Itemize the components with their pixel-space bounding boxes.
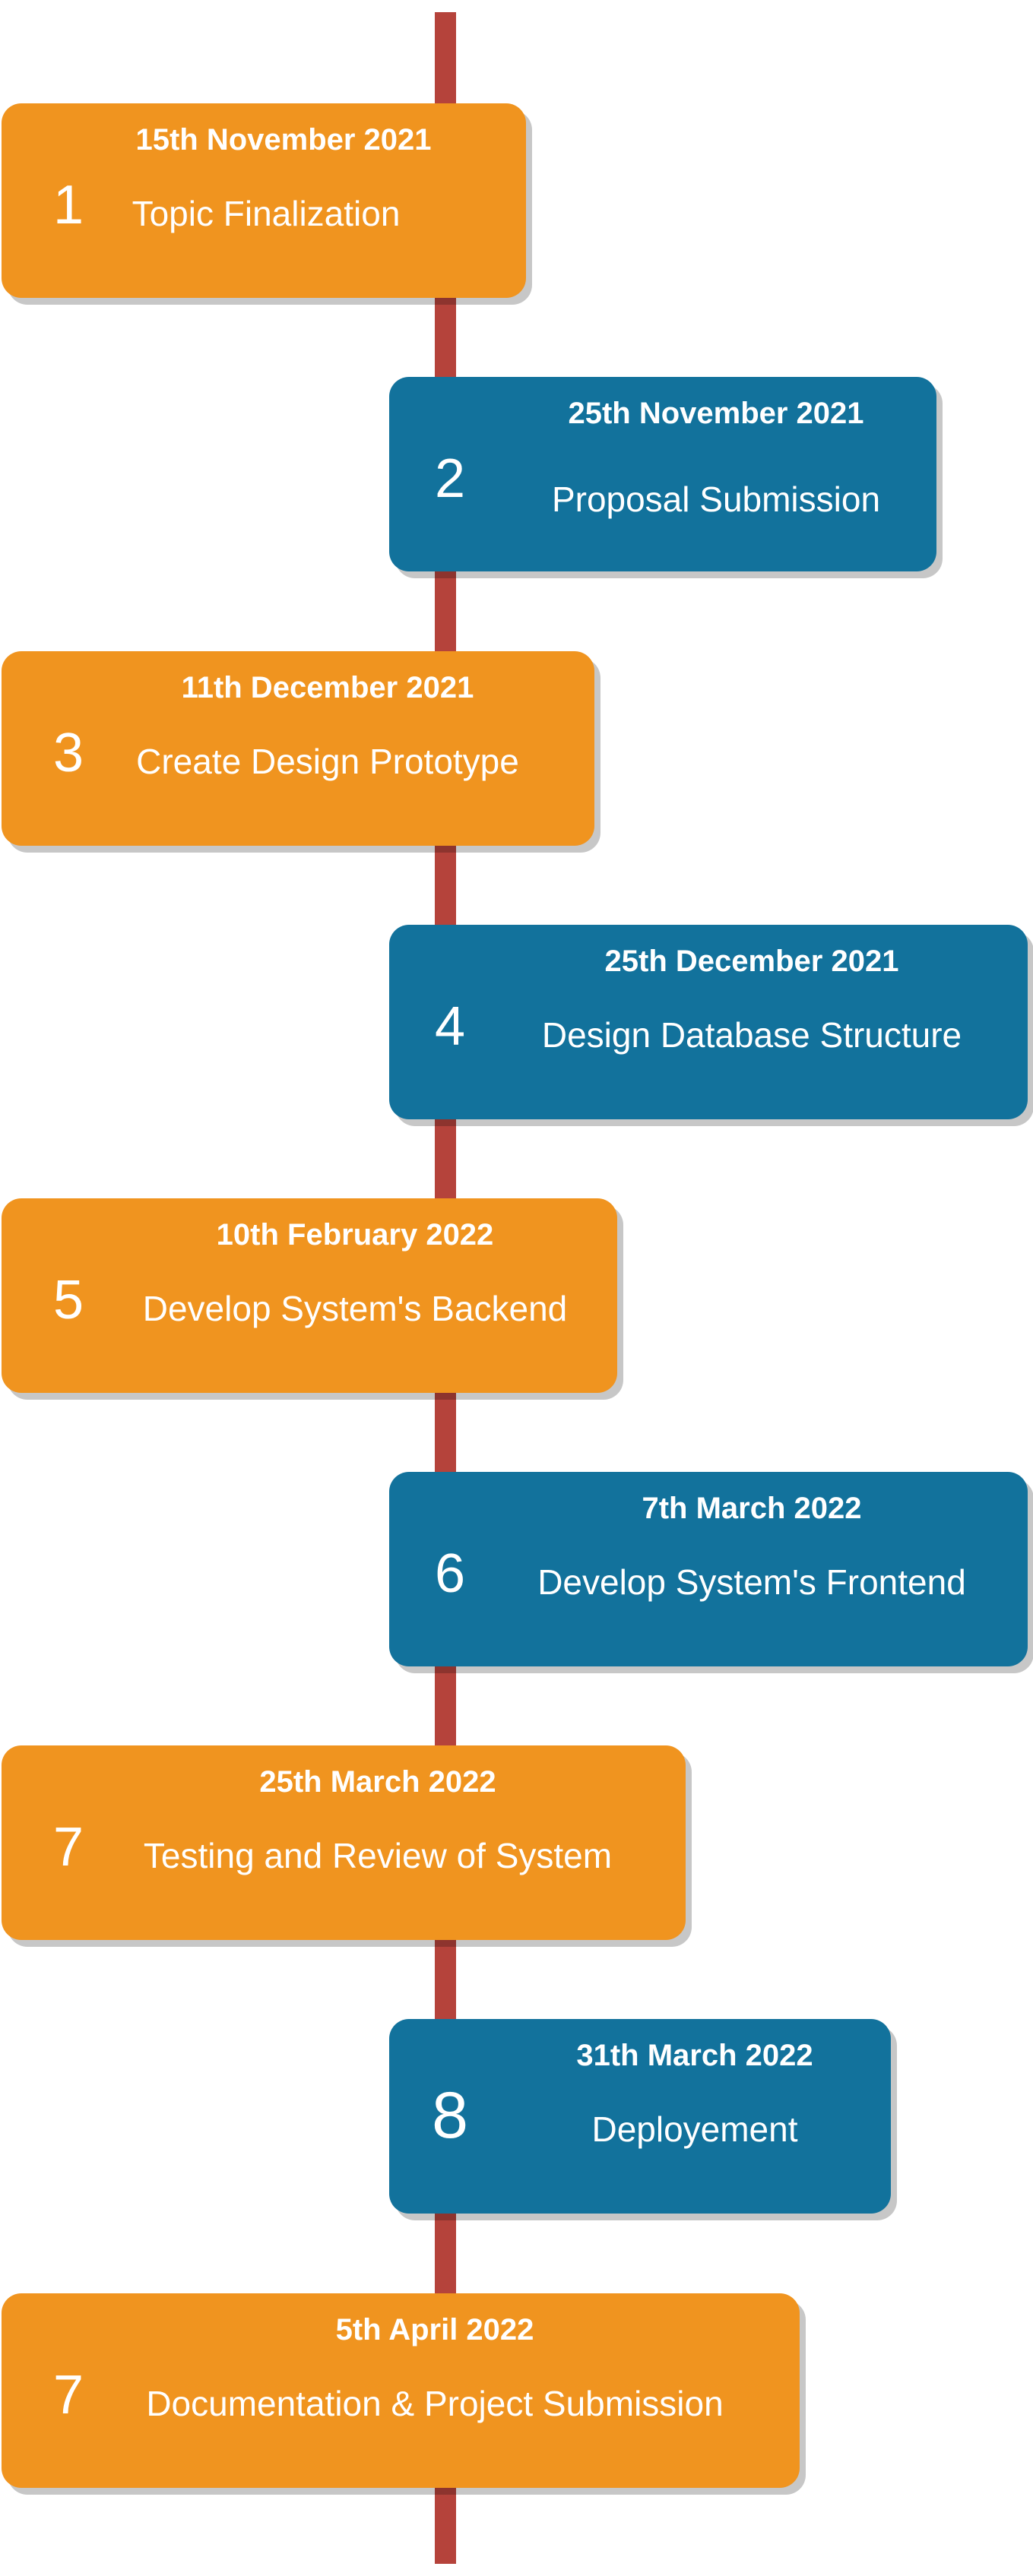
milestone-date: 11th December 2021 [181, 671, 474, 704]
milestone-card-1: 1 15th November 2021 Topic Finalization [2, 103, 526, 298]
milestone-card-2: 2 25th November 2021 Proposal Submission [389, 377, 936, 571]
milestone-number: 1 [52, 175, 84, 236]
milestone-card-4: 4 25th December 2021 Design Database Str… [389, 925, 1028, 1119]
milestone-title: Develop System's Backend [142, 1289, 568, 1328]
milestone-number: 7 [52, 1817, 84, 1878]
milestone-title: Design Database Structure [541, 1015, 962, 1055]
milestone-card-5: 5 10th February 2022 Develop System's Ba… [2, 1198, 617, 1393]
milestone-date: 25th December 2021 [604, 945, 899, 978]
milestone-number: 6 [434, 1543, 466, 1604]
milestone-title: Proposal Submission [551, 479, 881, 519]
milestone-date: 15th November 2021 [135, 123, 432, 157]
milestone-number: 7 [52, 2365, 84, 2426]
milestone-card-9: 7 5th April 2022 Documentation & Project… [2, 2293, 800, 2488]
milestone-date: 7th March 2022 [642, 1492, 862, 1525]
milestone-title: Testing and Review of System [143, 1836, 613, 1875]
milestone-title: Deployement [591, 2109, 798, 2149]
milestone-card-3: 3 11th December 2021 Create Design Proto… [2, 651, 594, 846]
milestone-title: Develop System's Frontend [537, 1562, 966, 1602]
milestone-number: 5 [52, 1270, 84, 1331]
milestone-number: 3 [52, 723, 84, 783]
milestone-number: 8 [432, 2079, 468, 2152]
milestone-card-7: 7 25th March 2022 Testing and Review of … [2, 1745, 686, 1940]
milestone-number: 2 [434, 448, 466, 509]
milestone-title: Create Design Prototype [136, 742, 519, 781]
milestone-card-8: 8 31th March 2022 Deployement [389, 2019, 891, 2214]
milestone-title: Topic Finalization [132, 194, 401, 233]
milestone-date: 25th March 2022 [259, 1765, 496, 1799]
milestone-date: 25th November 2021 [568, 397, 864, 430]
milestone-number: 4 [434, 996, 466, 1057]
milestone-date: 10th February 2022 [216, 1218, 494, 1252]
milestone-title: Documentation & Project Submission [146, 2384, 724, 2423]
milestone-date: 5th April 2022 [335, 2313, 534, 2347]
milestone-card-6: 6 7th March 2022 Develop System's Fronte… [389, 1472, 1028, 1666]
milestone-date: 31th March 2022 [576, 2039, 813, 2072]
